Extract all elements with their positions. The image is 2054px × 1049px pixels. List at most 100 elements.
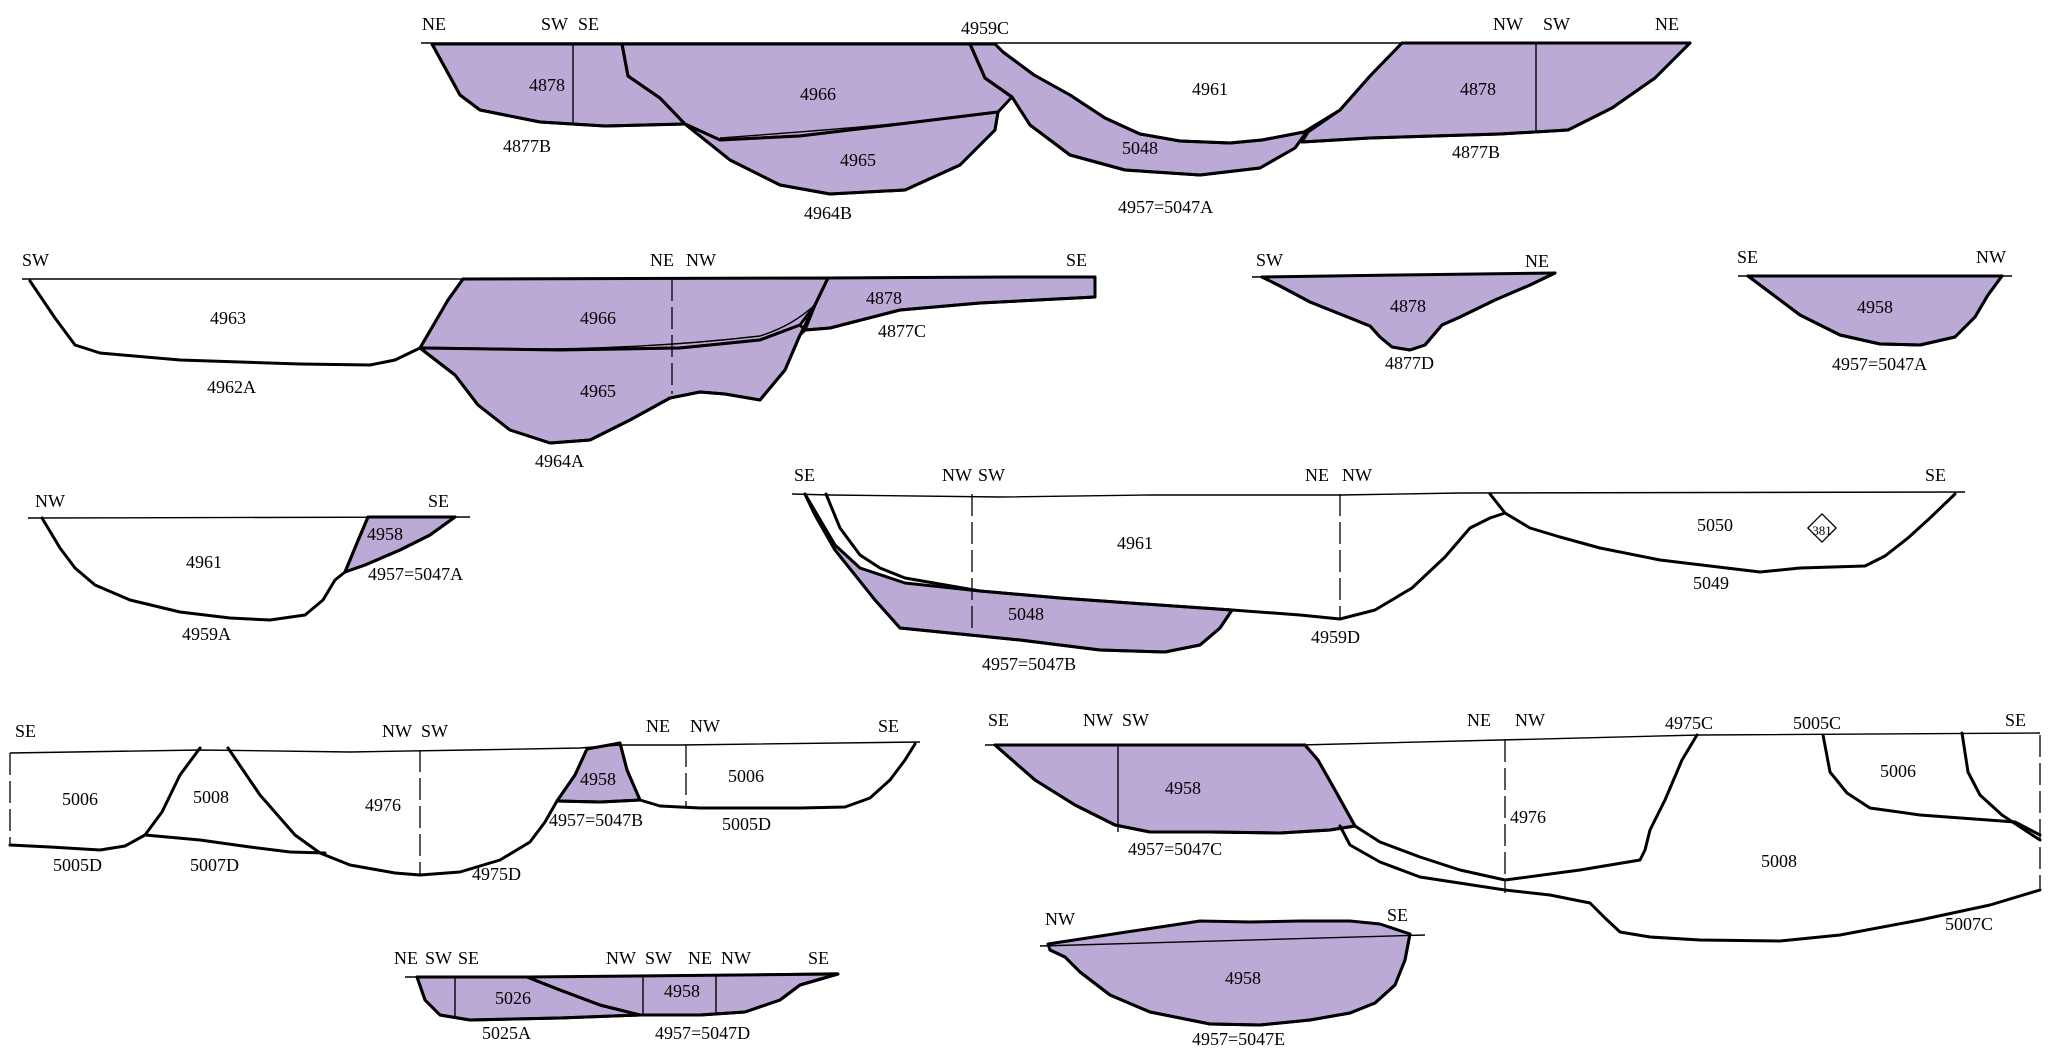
dir-label: NE — [1467, 710, 1491, 730]
dir-label: SE — [988, 710, 1009, 730]
dir-label: SE — [1066, 250, 1087, 270]
context-label: 5006 — [1880, 761, 1916, 781]
dir-label: SE — [1387, 905, 1408, 925]
dir-label: SE — [878, 716, 899, 736]
dir-label: NW — [690, 716, 720, 736]
dir-label: SE — [1737, 247, 1758, 267]
dir-label: NW — [942, 465, 972, 485]
dir-label: SW — [421, 721, 448, 741]
dir-label: SE — [1925, 465, 1946, 485]
context-label: 5005C — [1793, 713, 1841, 733]
dir-label: SW — [978, 465, 1005, 485]
dir-label: NW — [721, 948, 751, 968]
dir-label: SW — [1543, 14, 1570, 34]
context-label: 5005D — [722, 814, 771, 834]
context-label: 4877B — [1452, 142, 1500, 162]
context-label: 5048 — [1008, 604, 1044, 624]
context-label: 4958 — [1165, 778, 1201, 798]
section-9: NE SW SE NW SW NE NW SE 5026 4958 5025A … — [394, 948, 840, 1043]
section-6: 381 SE NW SW NE NW SE 4961 5050 5049 504… — [791, 465, 1966, 674]
context-label: 4957=5047A — [1832, 354, 1927, 374]
dir-label: NE — [650, 250, 674, 270]
context-label: 4961 — [1192, 79, 1228, 99]
context-label: 5026 — [495, 988, 531, 1008]
context-label: 5006 — [62, 789, 98, 809]
dir-label: SE — [794, 465, 815, 485]
context-label: 4957=5047A — [1118, 197, 1213, 217]
dir-label: SW — [645, 948, 672, 968]
context-label: 4963 — [210, 308, 246, 328]
context-label: 4961 — [186, 552, 222, 572]
dir-label: SE — [2005, 710, 2026, 730]
section-5: NW SE 4958 4961 4957=5047A 4959A — [27, 491, 471, 644]
section-8: SE NW SW NE NW 4975C 5005C SE 4958 5006 … — [985, 710, 2042, 943]
context-label: 4877B — [503, 136, 551, 156]
dir-label: SE — [428, 491, 449, 511]
context-label: 4958 — [664, 981, 700, 1001]
context-label: 4966 — [800, 84, 836, 104]
context-label: 4957=5047D — [655, 1023, 750, 1043]
dir-label: NW — [1493, 14, 1523, 34]
context-label: 4959A — [182, 624, 231, 644]
context-label: 4976 — [365, 795, 401, 815]
dir-label: NW — [1083, 710, 1113, 730]
dir-label: NW — [1515, 710, 1545, 730]
context-label: 4975D — [472, 864, 521, 884]
context-label: 4958 — [1857, 297, 1893, 317]
context-label: 4959D — [1311, 627, 1360, 647]
section-7: SE NW SW NE NW SE 5006 5008 4976 4958 50… — [8, 716, 921, 884]
context-label: 5049 — [1693, 573, 1729, 593]
dir-label: SW — [1122, 710, 1149, 730]
dir-label: NW — [1976, 247, 2006, 267]
context-label: 4878 — [1390, 296, 1426, 316]
context-label: 4957=5047E — [1192, 1029, 1285, 1049]
context-label: 4964A — [535, 451, 584, 471]
section-3: SW NE 4878 4877D — [1251, 250, 1557, 373]
dir-label: SE — [578, 14, 599, 34]
section-10: NW SE 4958 4957=5047E — [1039, 905, 1426, 1049]
dir-label: SE — [458, 948, 479, 968]
dir-label: NE — [1655, 14, 1679, 34]
context-label: 4964B — [804, 203, 852, 223]
context-label: 5048 — [1122, 138, 1158, 158]
context-label: 5007C — [1945, 914, 1993, 934]
dir-label: SW — [1256, 250, 1283, 270]
context-label: 4957=5047A — [368, 564, 463, 584]
context-label: 4965 — [840, 150, 876, 170]
context-label: 5025A — [482, 1023, 531, 1043]
context-label: 4877D — [1385, 353, 1434, 373]
context-label: 5008 — [193, 787, 229, 807]
context-label: 4958 — [1225, 968, 1261, 988]
section-4: SE NW 4958 4957=5047A — [1737, 247, 2012, 374]
find-marker — [1806, 512, 1838, 544]
context-label: 4965 — [580, 381, 616, 401]
dir-label: NW — [382, 721, 412, 741]
context-label: 4975C — [1665, 713, 1713, 733]
dir-label: NE — [1305, 465, 1329, 485]
context-label: 4959C — [961, 18, 1009, 38]
context-label: 4877C — [878, 321, 926, 341]
context-label: 5008 — [1761, 851, 1797, 871]
context-label: 4958 — [367, 524, 403, 544]
context-label: 4878 — [529, 75, 565, 95]
dir-label: SW — [22, 250, 49, 270]
dir-label: SE — [808, 948, 829, 968]
context-label: 4957=5047B — [549, 810, 643, 830]
section-1: NE SW SE 4959C NW SW NE 4878 4966 4961 4… — [421, 14, 1692, 223]
dir-label: SW — [541, 14, 568, 34]
dir-label: SW — [425, 948, 452, 968]
dir-label: NE — [1525, 251, 1549, 271]
context-label: 4957=5047B — [982, 654, 1076, 674]
context-label: 4962A — [207, 377, 256, 397]
dir-label: SE — [15, 721, 36, 741]
context-label: 4957=5047C — [1128, 839, 1222, 859]
context-label: 5007D — [190, 855, 239, 875]
context-label: 5005D — [53, 855, 102, 875]
fill-5048-s6 — [803, 492, 1234, 654]
dir-label: NW — [1045, 909, 1075, 929]
dir-label: NW — [1342, 465, 1372, 485]
find-marker-label: 381 — [1812, 523, 1832, 538]
context-label: 4966 — [580, 308, 616, 328]
context-label: 4878 — [1460, 79, 1496, 99]
